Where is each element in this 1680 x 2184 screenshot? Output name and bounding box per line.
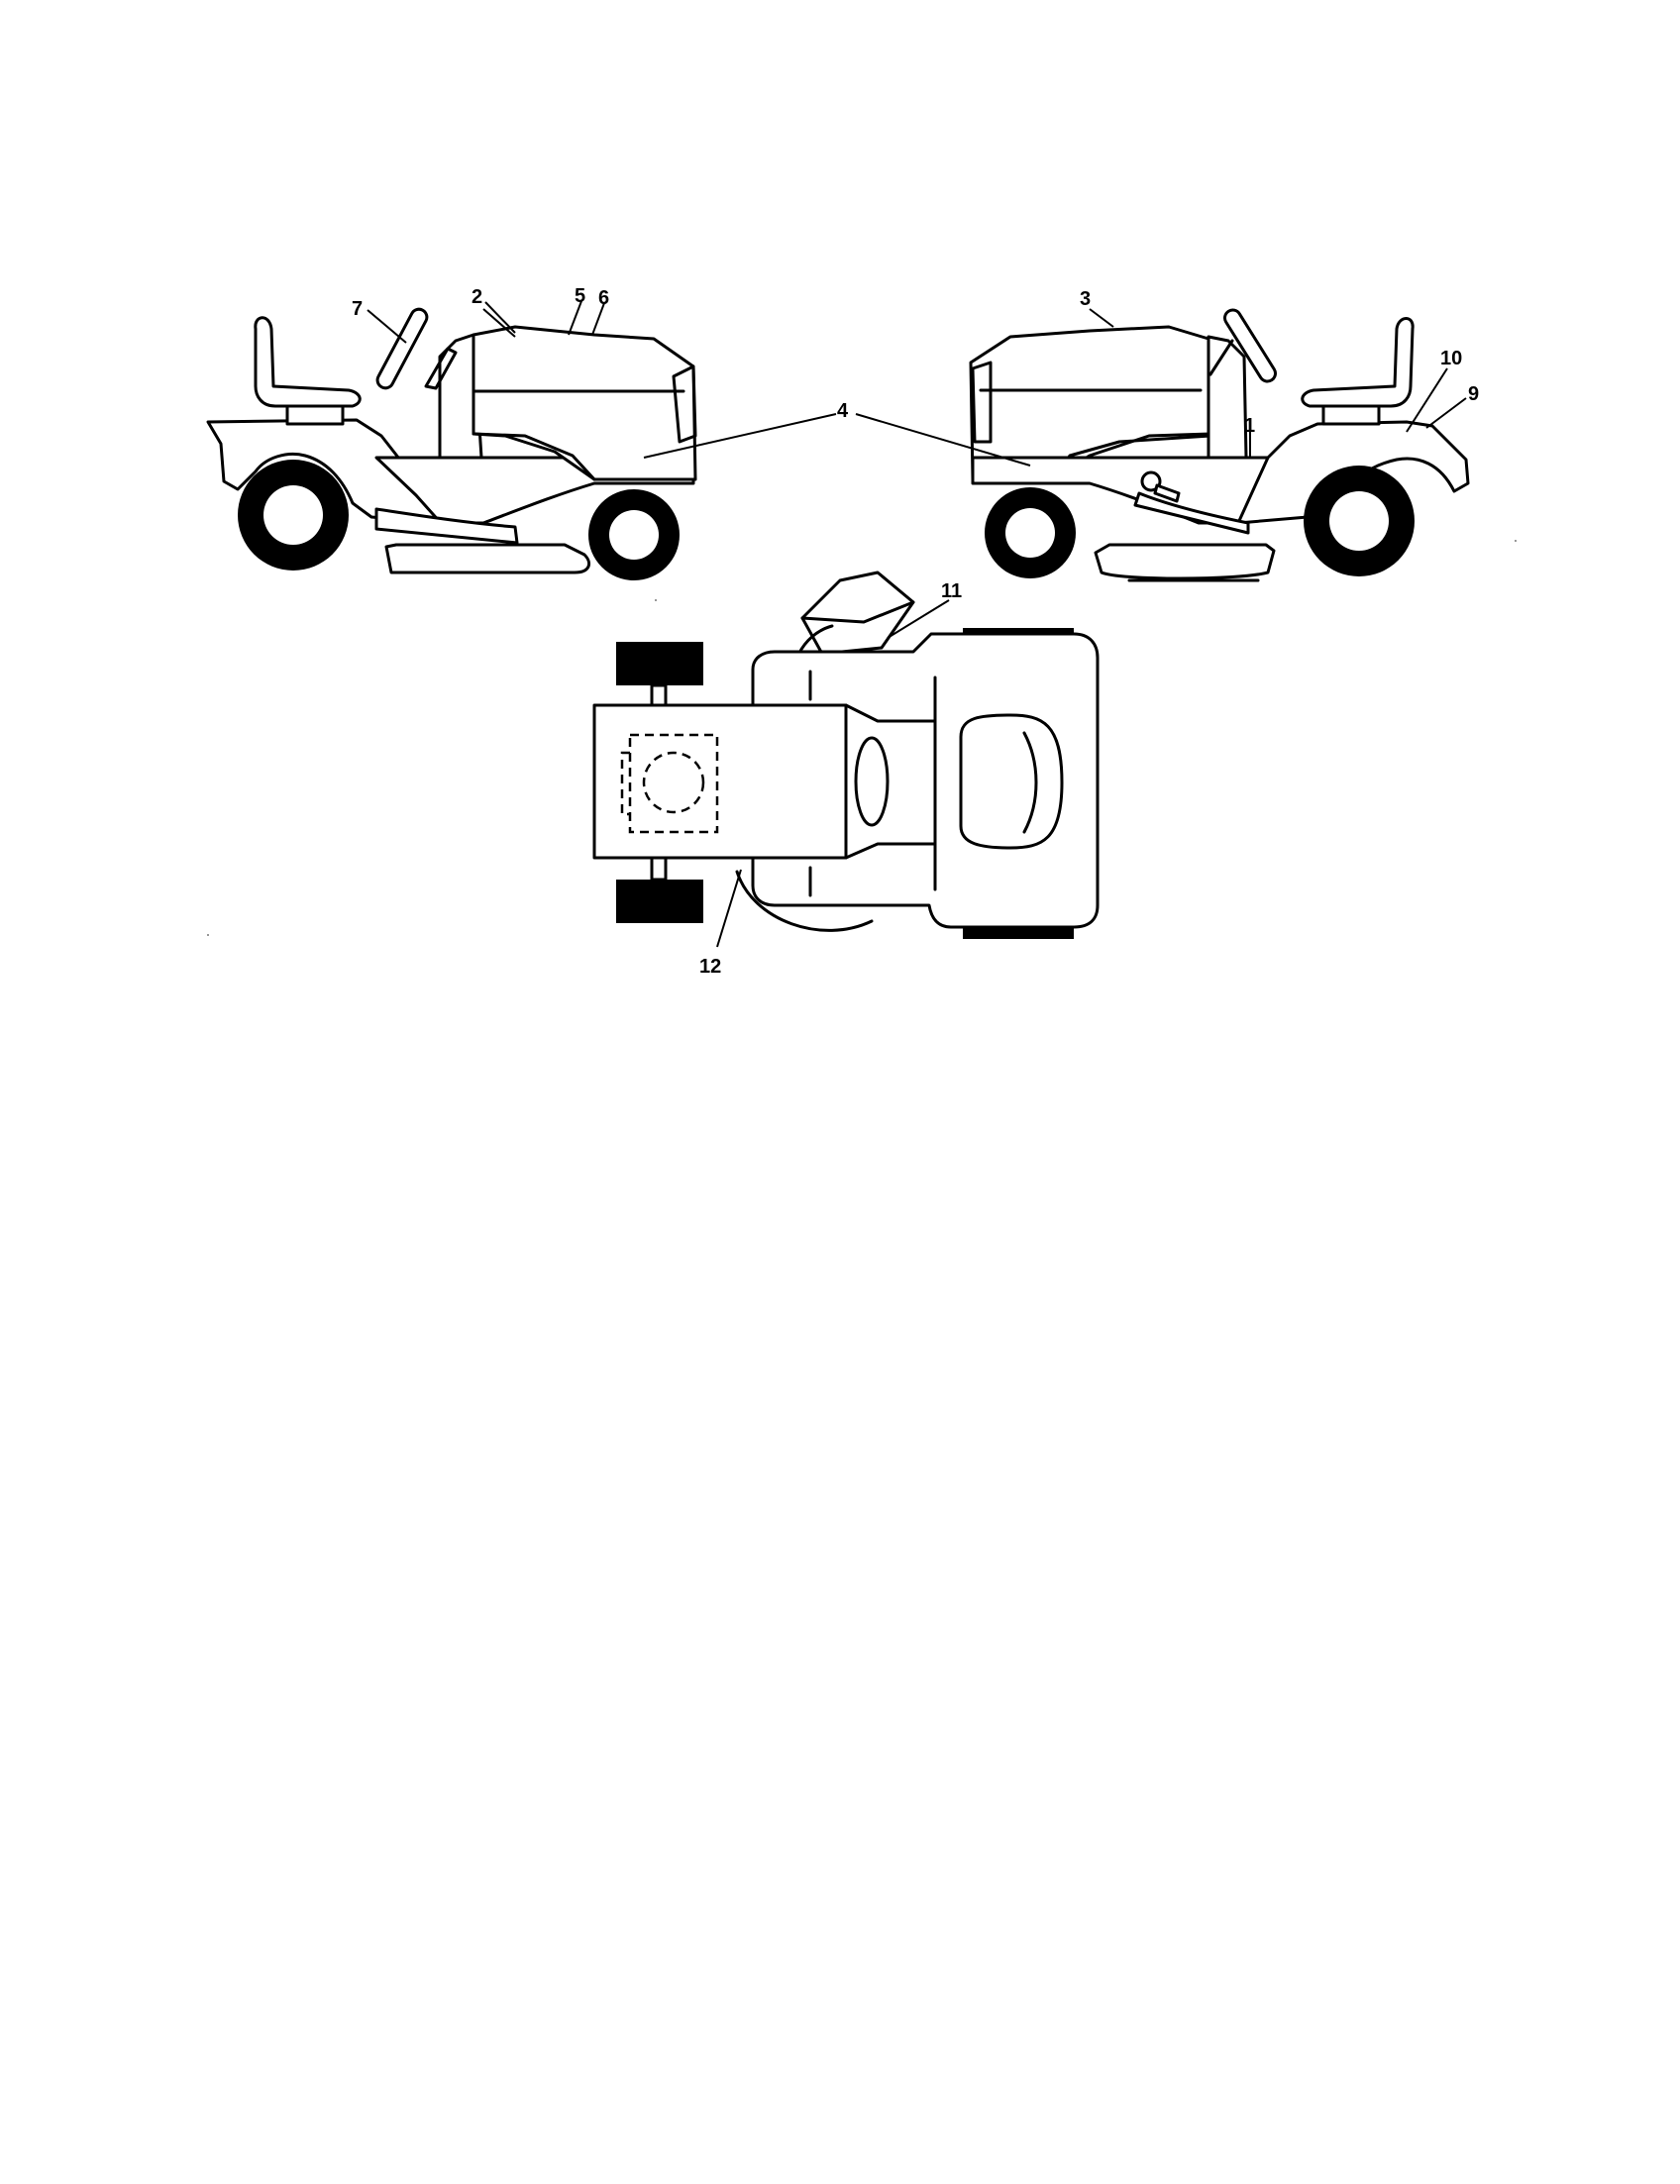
- callout-10: 10: [1440, 348, 1462, 369]
- seat-post: [1321, 404, 1381, 426]
- left-side-view: [206, 307, 697, 580]
- pedal: [374, 507, 519, 545]
- steering-wheel: [1223, 308, 1277, 383]
- callout-labels: 7 2 5 6 4 3 1 10 9 11 12: [352, 285, 1479, 978]
- steering-wheel: [375, 307, 429, 390]
- grille: [971, 361, 993, 444]
- steering-column: [424, 347, 458, 390]
- callout-4: 4: [837, 400, 849, 422]
- mower-deck: [384, 543, 591, 574]
- hood-top: [592, 703, 937, 860]
- seat: [1301, 317, 1415, 408]
- callout-9: 9: [1468, 383, 1479, 405]
- steering-wheel-top: [854, 736, 890, 827]
- right-side-view: [969, 308, 1470, 582]
- seat: [254, 316, 362, 408]
- steering-column: [1208, 339, 1234, 376]
- front-wheel: [588, 489, 680, 580]
- callout-1: 1: [1244, 415, 1255, 437]
- callout-3: 3: [1080, 288, 1091, 310]
- axle-bottom: [650, 856, 668, 882]
- callout-11: 11: [941, 580, 962, 602]
- callout-6: 6: [598, 287, 609, 309]
- lever-knob: [1140, 470, 1181, 503]
- scan-speck: [1515, 540, 1517, 542]
- rear-wheel: [1304, 466, 1415, 576]
- front-left-wheel: [616, 642, 703, 685]
- grille: [672, 364, 697, 444]
- hood-side-line: [472, 432, 596, 481]
- scan-speck: [655, 599, 657, 601]
- callout-2: 2: [472, 286, 482, 308]
- pedal: [1133, 491, 1250, 535]
- callout-7: 7: [352, 298, 363, 320]
- dash-console: [1207, 335, 1248, 460]
- callout-12: 12: [699, 956, 721, 978]
- leader-lines: [367, 300, 1467, 948]
- engine-outline-edge: [620, 751, 630, 816]
- front-wheel: [985, 487, 1076, 578]
- seat-post: [285, 404, 345, 426]
- deck-arc-bottom: [735, 870, 874, 932]
- mower-deck: [1094, 543, 1276, 580]
- front-right-wheel: [616, 880, 703, 923]
- rear-wheel: [238, 460, 349, 571]
- top-view: [592, 571, 1100, 939]
- callout-5: 5: [575, 285, 585, 307]
- engine-flywheel-outline: [642, 751, 705, 814]
- chute-edge: [800, 600, 915, 624]
- seat-back-line: [1022, 731, 1038, 834]
- seat-top: [959, 713, 1064, 850]
- scan-speck: [207, 934, 209, 936]
- discharge-chute: [800, 571, 915, 656]
- engine-outline: [628, 733, 719, 834]
